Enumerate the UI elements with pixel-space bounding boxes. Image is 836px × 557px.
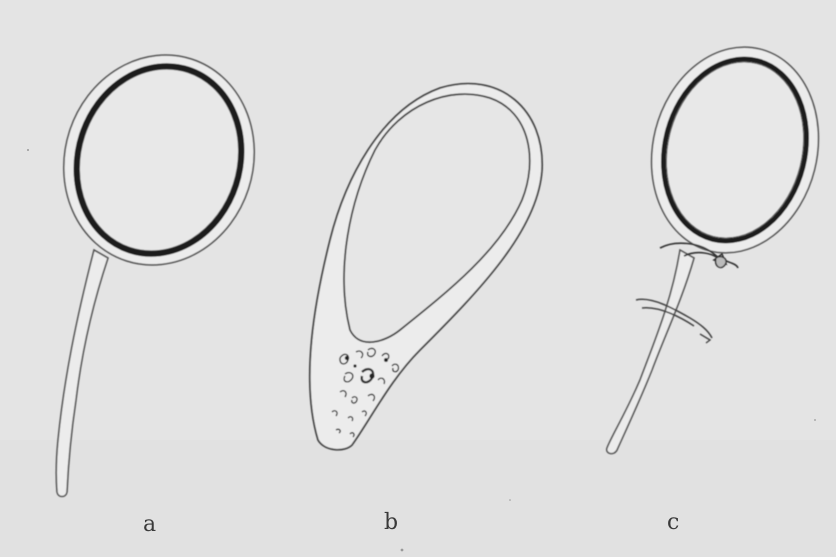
paper-shade [0, 440, 836, 557]
figure-c-knot [716, 257, 727, 268]
figure-label-c: c [667, 512, 679, 534]
figure-label-b: b [384, 512, 398, 534]
figure-label-a: a [143, 514, 156, 536]
